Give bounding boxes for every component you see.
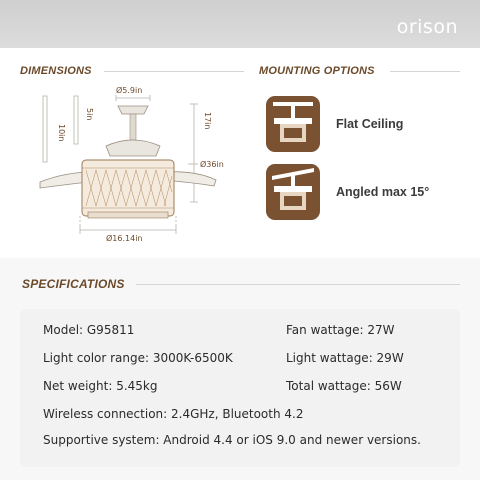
fan-drawing [39,95,217,234]
downrod-short [73,95,79,145]
dimensions-rule [104,71,244,72]
mounting-angled-label: Angled max 15° [336,185,430,199]
specifications-panel: Model: G95811 Fan wattage: 27W Light col… [20,309,460,467]
downrod-short-label: 5in [85,108,94,121]
flat-ceiling-icon [266,96,320,152]
downrod-long-label: 10in [57,124,66,142]
downrod-long [42,95,48,163]
mounting-heading: MOUNTING OPTIONS [259,65,375,77]
spec-light-color: Light color range: 3000K-6500K [43,351,233,365]
spec-model: Model: G95811 [43,323,135,337]
dimensions-heading: DIMENSIONS [20,65,92,77]
specifications-heading: SPECIFICATIONS [22,277,125,291]
mounting-option-angled: Angled max 15° [266,164,476,220]
fan-body [39,105,217,219]
mounting-rule [390,71,460,72]
spec-fan-wattage: Fan wattage: 27W [286,323,395,337]
span-label: Ø36in [200,160,224,169]
spec-light-wattage: Light wattage: 29W [286,351,404,365]
brand-logo: orison [396,16,458,38]
angled-ceiling-icon [266,164,320,220]
header-band: orison [0,0,480,48]
canopy-diameter-label: Ø5.9in [116,86,143,95]
spec-wireless: Wireless connection: 2.4GHz, Bluetooth 4… [43,407,304,421]
light-diameter-label: Ø16.14in [106,234,143,243]
spec-system: Supportive system: Android 4.4 or iOS 9.… [43,433,421,447]
height-label: 17in [203,112,212,130]
spec-net-weight: Net weight: 5.45kg [43,379,158,393]
specifications-rule [136,284,460,285]
mounting-option-flat: Flat Ceiling [266,96,476,152]
fan-dimension-diagram: Ø5.9in 17in Ø36in Ø16.14in 10in 5in [0,84,240,254]
spec-total-wattage: Total wattage: 56W [286,379,402,393]
mounting-flat-label: Flat Ceiling [336,117,404,131]
